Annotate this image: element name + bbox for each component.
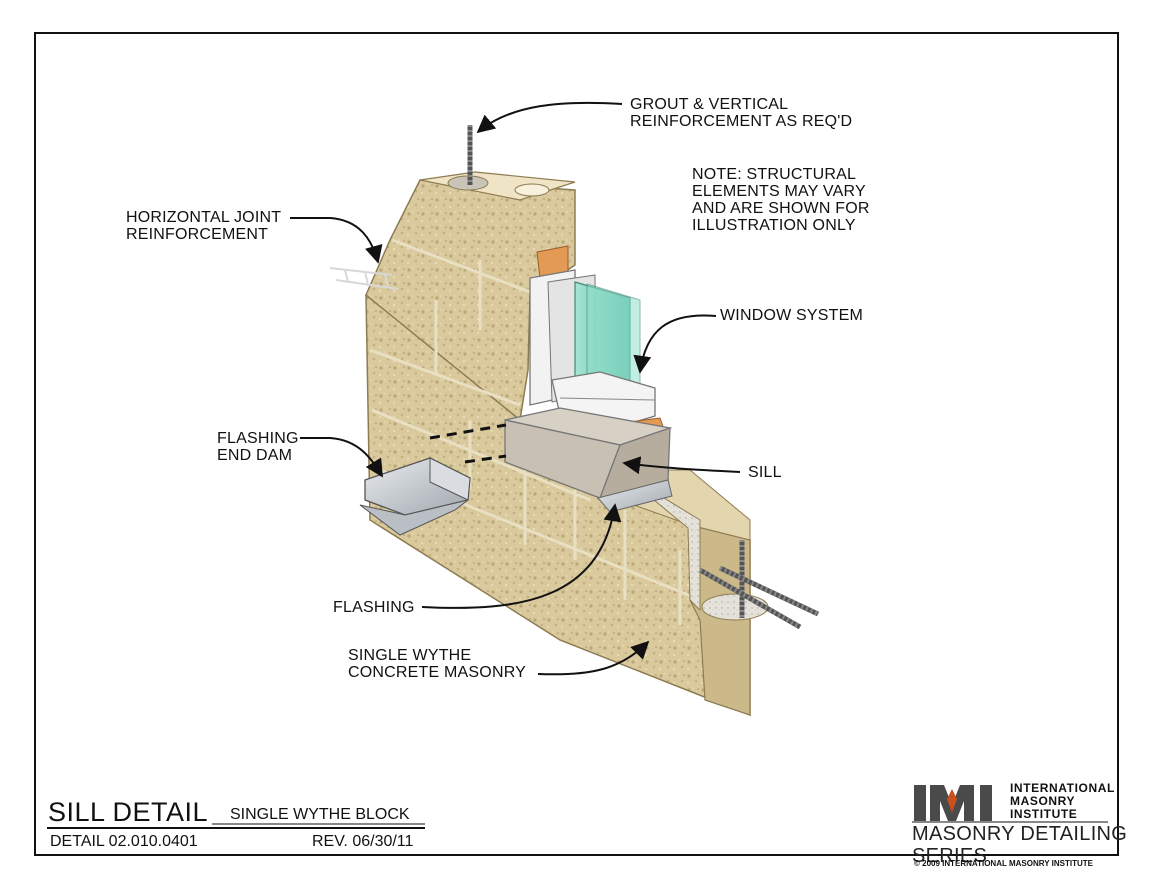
copyright: © 2009 INTERNATIONAL MASONRY INSTITUTE <box>914 859 1093 868</box>
rebar-bottom <box>698 540 820 630</box>
callout-sill: SILL <box>748 464 782 481</box>
leader-grout <box>476 101 623 134</box>
leader-flashing <box>421 503 622 609</box>
mortar-joints <box>369 238 751 625</box>
logo-series: MASONRY DETAILING SERIES <box>912 823 1128 867</box>
drawing-subtitle: SINGLE WYTHE BLOCK <box>230 806 410 823</box>
callout-joint: HORIZONTAL JOINT REINFORCEMENT <box>126 209 282 243</box>
leader-window <box>633 314 717 374</box>
callout-note: NOTE: STRUCTURAL ELEMENTS MAY VARY AND A… <box>692 166 870 234</box>
logo-name: INTERNATIONAL MASONRY INSTITUTE <box>1010 781 1115 821</box>
leader-sill <box>622 456 741 475</box>
open-cell <box>514 183 550 197</box>
callout-grout: GROUT & VERTICAL REINFORCEMENT AS REQ'D <box>630 96 853 130</box>
callout-window: WINDOW SYSTEM <box>720 307 864 324</box>
joint-reinforcement-wire <box>329 267 399 290</box>
leader-lines <box>290 101 741 676</box>
window-system <box>529 269 666 441</box>
bottom-cell <box>701 593 769 621</box>
revision-date: REV. 06/30/11 <box>312 833 414 850</box>
detail-number: DETAIL 02.010.0401 <box>50 833 198 850</box>
imi-logo-icon <box>914 785 992 821</box>
sheet-border <box>34 32 1119 856</box>
callout-end-dam: FLASHING END DAM <box>217 430 299 464</box>
leader-end-dam <box>300 437 383 478</box>
callout-flashing: FLASHING <box>333 599 415 616</box>
callout-masonry: SINGLE WYTHE CONCRETE MASONRY <box>348 647 527 681</box>
flashing-end-dam <box>359 457 471 536</box>
drawing-title: SILL DETAIL <box>48 797 209 827</box>
leader-joint <box>290 217 383 264</box>
hidden-lines <box>429 423 507 464</box>
leader-masonry <box>537 640 650 676</box>
